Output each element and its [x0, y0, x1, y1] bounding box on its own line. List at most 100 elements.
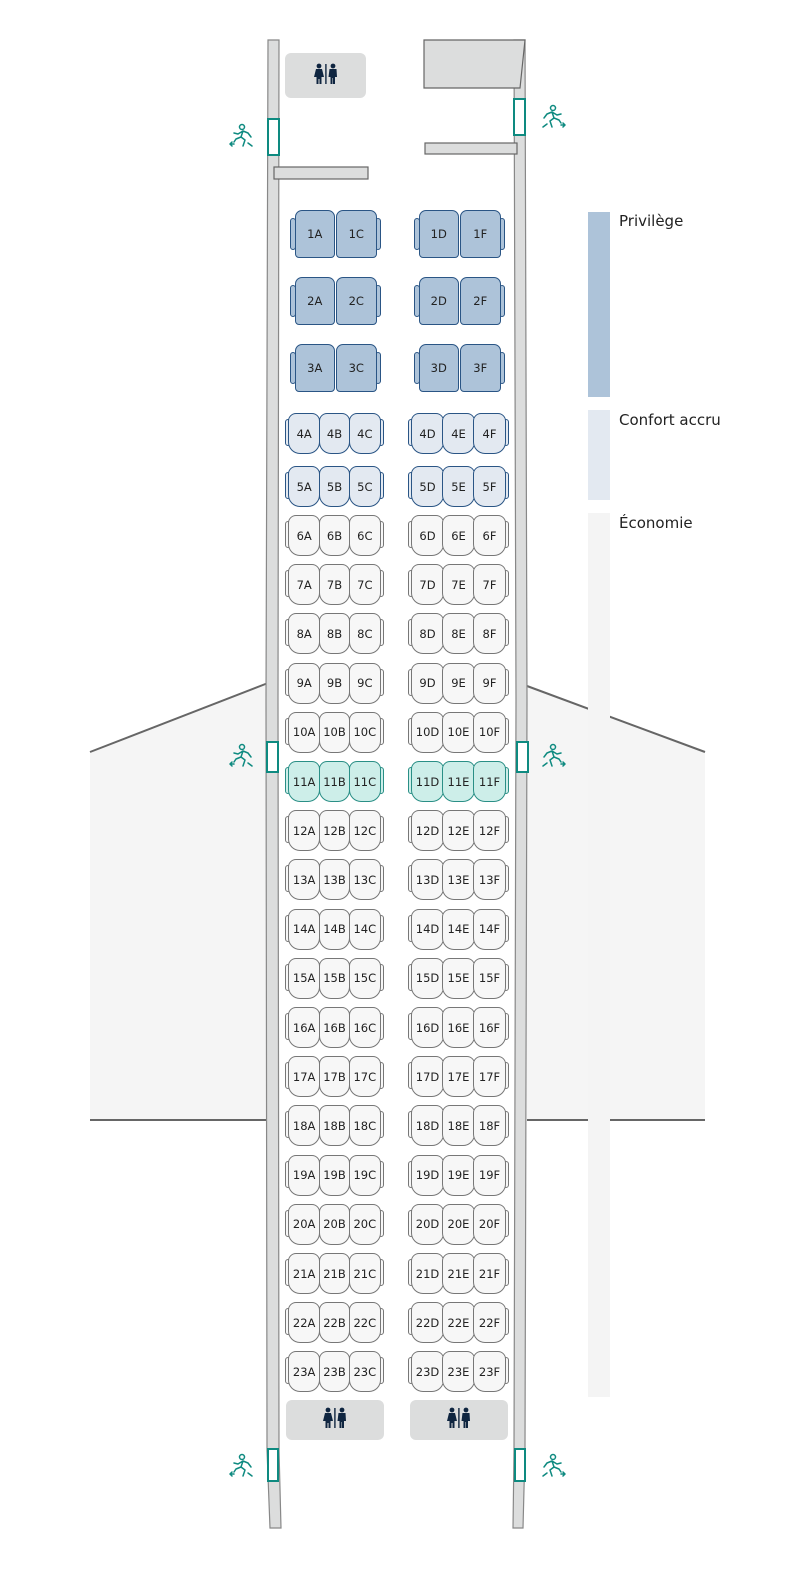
seat-12B[interactable]: 12B [318, 810, 351, 852]
seat-1A[interactable]: 1A [294, 210, 335, 258]
seat-18E[interactable]: 18E [442, 1105, 475, 1147]
seat-7E[interactable]: 7E [442, 564, 475, 606]
seat-16D[interactable]: 16D [411, 1007, 444, 1048]
seat-7C[interactable]: 7C [348, 564, 381, 606]
seat-19D[interactable]: 19D [411, 1154, 444, 1196]
seat-6E[interactable]: 6E [442, 515, 475, 556]
seat-23F[interactable]: 23F [473, 1351, 506, 1393]
seat-11C[interactable]: 11C [348, 761, 381, 802]
seat-13B[interactable]: 13B [318, 859, 351, 901]
seat-6D[interactable]: 6D [411, 515, 444, 556]
seat-6C[interactable]: 6C [348, 515, 381, 556]
seat-10A[interactable]: 10A [288, 711, 321, 753]
seat-18D[interactable]: 18D [411, 1105, 444, 1147]
seat-17B[interactable]: 17B [318, 1056, 351, 1098]
seat-9D[interactable]: 9D [411, 662, 444, 704]
seat-12D[interactable]: 12D [411, 810, 444, 852]
seat-16E[interactable]: 16E [442, 1007, 475, 1048]
seat-21D[interactable]: 21D [411, 1253, 444, 1294]
seat-11B[interactable]: 11B [318, 761, 351, 802]
seat-14E[interactable]: 14E [442, 908, 475, 950]
seat-7B[interactable]: 7B [318, 564, 351, 606]
seat-18A[interactable]: 18A [288, 1105, 321, 1147]
seat-16A[interactable]: 16A [288, 1007, 321, 1048]
seat-17C[interactable]: 17C [348, 1056, 381, 1098]
seat-10E[interactable]: 10E [442, 711, 475, 753]
seat-13F[interactable]: 13F [473, 859, 506, 901]
seat-5E[interactable]: 5E [442, 466, 475, 507]
seat-8F[interactable]: 8F [473, 613, 506, 655]
seat-10C[interactable]: 10C [348, 711, 381, 753]
seat-15E[interactable]: 15E [442, 957, 475, 999]
seat-8E[interactable]: 8E [442, 613, 475, 655]
seat-7F[interactable]: 7F [473, 564, 506, 606]
seat-22F[interactable]: 22F [473, 1302, 506, 1344]
seat-13D[interactable]: 13D [411, 859, 444, 901]
seat-6A[interactable]: 6A [288, 515, 321, 556]
seat-23C[interactable]: 23C [348, 1351, 381, 1393]
seat-20A[interactable]: 20A [288, 1203, 321, 1245]
seat-8C[interactable]: 8C [348, 613, 381, 655]
seat-19C[interactable]: 19C [348, 1154, 381, 1196]
seat-19B[interactable]: 19B [318, 1154, 351, 1196]
seat-20F[interactable]: 20F [473, 1203, 506, 1245]
seat-3C[interactable]: 3C [336, 344, 377, 392]
seat-6B[interactable]: 6B [318, 515, 351, 556]
seat-1C[interactable]: 1C [336, 210, 377, 258]
seat-13A[interactable]: 13A [288, 859, 321, 901]
seat-11A[interactable]: 11A [288, 761, 321, 802]
seat-18B[interactable]: 18B [318, 1105, 351, 1147]
seat-4A[interactable]: 4A [288, 413, 321, 454]
seat-16F[interactable]: 16F [473, 1007, 506, 1048]
seat-10B[interactable]: 10B [318, 711, 351, 753]
seat-18F[interactable]: 18F [473, 1105, 506, 1147]
seat-19A[interactable]: 19A [288, 1154, 321, 1196]
seat-14F[interactable]: 14F [473, 908, 506, 950]
seat-11E[interactable]: 11E [442, 761, 475, 802]
seat-4E[interactable]: 4E [442, 413, 475, 454]
seat-6F[interactable]: 6F [473, 515, 506, 556]
seat-21F[interactable]: 21F [473, 1253, 506, 1294]
seat-18C[interactable]: 18C [348, 1105, 381, 1147]
seat-8D[interactable]: 8D [411, 613, 444, 655]
seat-12C[interactable]: 12C [348, 810, 381, 852]
seat-22E[interactable]: 22E [442, 1302, 475, 1344]
seat-17A[interactable]: 17A [288, 1056, 321, 1098]
seat-15B[interactable]: 15B [318, 957, 351, 999]
seat-23D[interactable]: 23D [411, 1351, 444, 1393]
seat-10D[interactable]: 10D [411, 711, 444, 753]
seat-23A[interactable]: 23A [288, 1351, 321, 1393]
seat-9C[interactable]: 9C [348, 662, 381, 704]
seat-13E[interactable]: 13E [442, 859, 475, 901]
seat-12F[interactable]: 12F [473, 810, 506, 852]
seat-21B[interactable]: 21B [318, 1253, 351, 1294]
seat-11F[interactable]: 11F [473, 761, 506, 802]
seat-4B[interactable]: 4B [318, 413, 351, 454]
seat-5D[interactable]: 5D [411, 466, 444, 507]
seat-5F[interactable]: 5F [473, 466, 506, 507]
seat-15D[interactable]: 15D [411, 957, 444, 999]
seat-14A[interactable]: 14A [288, 908, 321, 950]
seat-16B[interactable]: 16B [318, 1007, 351, 1048]
seat-9A[interactable]: 9A [288, 662, 321, 704]
seat-17D[interactable]: 17D [411, 1056, 444, 1098]
seat-12E[interactable]: 12E [442, 810, 475, 852]
seat-9B[interactable]: 9B [318, 662, 351, 704]
seat-4D[interactable]: 4D [411, 413, 444, 454]
seat-20D[interactable]: 20D [411, 1203, 444, 1245]
seat-3D[interactable]: 3D [418, 344, 459, 392]
seat-10F[interactable]: 10F [473, 711, 506, 753]
seat-8B[interactable]: 8B [318, 613, 351, 655]
seat-15F[interactable]: 15F [473, 957, 506, 999]
seat-5A[interactable]: 5A [288, 466, 321, 507]
seat-11D[interactable]: 11D [411, 761, 444, 802]
seat-19F[interactable]: 19F [473, 1154, 506, 1196]
seat-19E[interactable]: 19E [442, 1154, 475, 1196]
seat-9F[interactable]: 9F [473, 662, 506, 704]
seat-3A[interactable]: 3A [294, 344, 335, 392]
seat-23B[interactable]: 23B [318, 1351, 351, 1393]
seat-22C[interactable]: 22C [348, 1302, 381, 1344]
seat-7D[interactable]: 7D [411, 564, 444, 606]
seat-22B[interactable]: 22B [318, 1302, 351, 1344]
seat-20E[interactable]: 20E [442, 1203, 475, 1245]
